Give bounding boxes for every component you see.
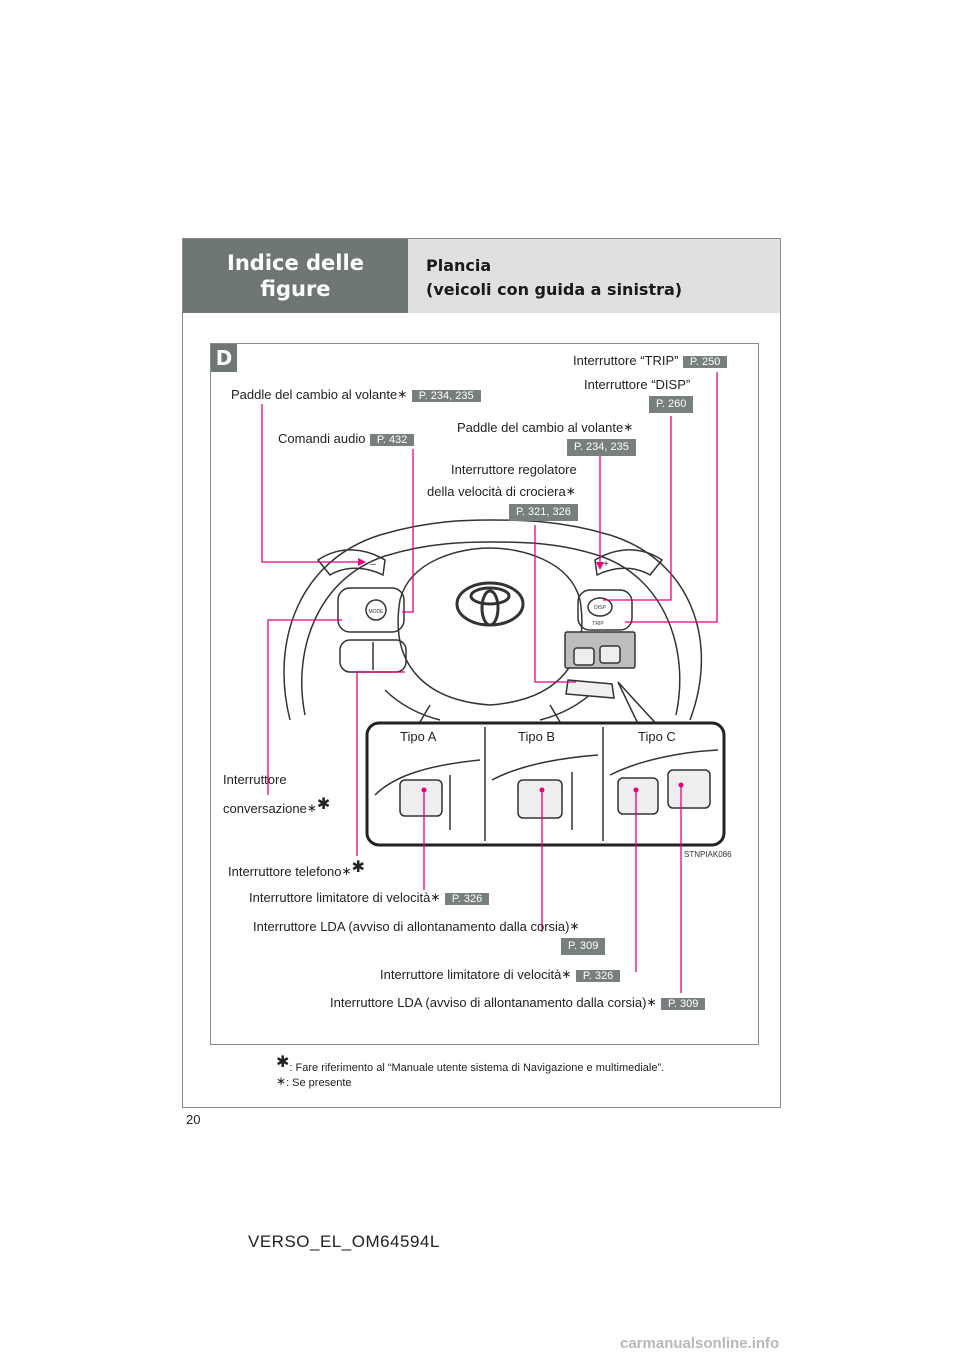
callout-speed-limiter-c: Interruttore limitatore di velocità∗ P. … [380,966,621,985]
mode-button: MODE [369,609,385,615]
callout-cruise-line2: della velocità di crociera∗ [427,484,576,499]
callout-speed-limiter-a: Interruttore limitatore di velocità∗ P. … [249,889,490,908]
callout-trip: Interruttore “TRIP” P. 250 [573,352,728,371]
footnote-nav: ✱: Fare riferimento al “Manuale utente s… [276,1054,665,1074]
ref-badge[interactable]: P. 234, 235 [411,390,481,402]
ref-badge[interactable]: P. 309 [661,998,706,1010]
callout-audio: Comandi audio P. 432 [278,430,415,449]
ref-badge[interactable]: P. 326 [444,893,490,905]
section-subtitle: Plancia(veicoli con guida a sinistra) [426,256,683,299]
type-a-label: Tipo A [400,729,437,744]
callout-paddle-left: Paddle del cambio al volante∗ P. 234, 23… [231,386,481,405]
ref-badge[interactable]: P. 250 [682,356,728,368]
callout-cruise-line1: Interruttore regolatore [451,462,577,477]
callout-phone: Interruttore telefono∗✱ [228,859,365,879]
ref-badge[interactable]: P. 321, 326 [509,504,578,521]
callout-lda-b: Interruttore LDA (avviso di allontanamen… [253,919,580,934]
ref-badge[interactable]: P. 234, 235 [567,439,636,456]
callout-talk-line1: Interruttore [223,772,287,787]
disp-button: DISP [594,605,606,611]
callout-lda-c: Interruttore LDA (avviso di allontanamen… [330,994,706,1013]
page-frame [182,238,781,1108]
type-b-label: Tipo B [518,729,556,744]
trip-button: TRIP [592,621,604,627]
figure-badge: D [211,344,237,372]
section-subtitle-band [408,239,780,313]
paddle-minus: – [370,559,376,570]
footnote-optional: ∗: Se presente [276,1074,352,1089]
image-code: STNPIAK086 [684,850,732,859]
watermark: carmanualsonline.info [620,1335,780,1352]
callout-paddle-right: Paddle del cambio al volante∗ [457,420,634,435]
paddle-plus: + [603,559,609,570]
ref-badge[interactable]: P. 309 [561,938,606,955]
figure-frame [210,343,759,1045]
ref-badge[interactable]: P. 260 [649,396,694,413]
type-c-label: Tipo C [638,729,676,744]
ref-badge[interactable]: P. 326 [575,970,621,982]
callout-disp: Interruttore “DISP” [584,377,691,392]
document-id: VERSO_EL_OM64594L [248,1232,440,1251]
page-number: 20 [186,1112,201,1127]
callout-talk-line2: conversazione∗✱ [223,796,331,816]
ref-badge[interactable]: P. 432 [369,434,415,446]
